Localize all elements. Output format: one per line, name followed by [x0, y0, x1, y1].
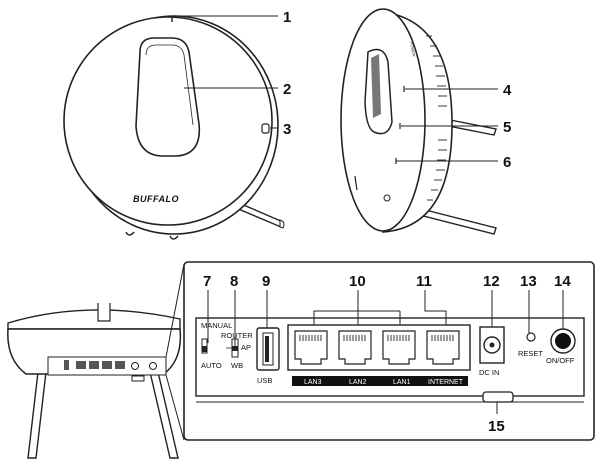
port-label-lan3: LAN3 [304, 379, 322, 386]
callout-4: 4 [503, 82, 512, 99]
front-view: BUFFALO [63, 15, 285, 240]
port-label-band [292, 376, 468, 386]
front-window-inner [145, 44, 194, 126]
rear-usb [64, 360, 69, 370]
switch-manual-label: MANUAL [201, 321, 232, 330]
switch-auto-label: AUTO [201, 361, 222, 370]
rear-port [76, 361, 86, 369]
side-power-label: POWER [409, 41, 417, 57]
switch-router-label: ROUTER [221, 331, 253, 340]
callout-2: 2 [283, 81, 291, 98]
side-vents [426, 35, 447, 201]
callout-13: 13 [520, 273, 537, 290]
switch-ap-label: AP [241, 343, 251, 352]
side-button [383, 194, 391, 202]
rear-leg-left [27, 371, 47, 459]
dcin-pin [489, 342, 495, 348]
front-side-button [261, 123, 270, 134]
callout-3: 3 [283, 121, 291, 138]
onoff-button-core [555, 333, 571, 349]
rear-onoff [149, 362, 157, 370]
reset-button [526, 332, 536, 342]
side-view: POWER [340, 8, 497, 235]
zoom-leader [165, 263, 185, 358]
callout-5: 5 [503, 119, 511, 136]
callout-10: 10 [349, 273, 366, 290]
onoff-label: ON/OFF [546, 356, 575, 365]
rear-body-top [7, 309, 181, 330]
switch-wb-label: WB [231, 361, 243, 370]
rear-dcin [131, 362, 139, 370]
rear-port [115, 361, 125, 369]
callout-8: 8 [230, 273, 238, 290]
rear-small-view [7, 263, 185, 459]
callout-7: 7 [203, 273, 211, 290]
front-foot [125, 231, 135, 236]
callout-14: 14 [554, 273, 571, 290]
port-label-lan2: LAN2 [349, 379, 367, 386]
callout-9: 9 [262, 273, 270, 290]
bottom-slot [482, 391, 514, 403]
brand-logo: BUFFALO [133, 194, 179, 204]
port-label-internet: INTERNET [428, 379, 464, 386]
rear-leg-right [149, 371, 179, 459]
callout-1: 1 [283, 9, 291, 26]
usb-label: USB [257, 376, 272, 385]
callout-15: 15 [488, 418, 505, 435]
side-window-shade [371, 54, 381, 118]
port-label-lan1: LAN1 [393, 379, 411, 386]
callout-11: 11 [416, 273, 432, 290]
usb-port-tongue [265, 336, 269, 362]
side-slot [354, 175, 358, 191]
reset-label: RESET [518, 349, 543, 358]
rear-port [89, 361, 99, 369]
rear-top-antenna [97, 303, 111, 322]
front-window [135, 37, 201, 157]
callout-6: 6 [503, 154, 511, 171]
front-foot [169, 235, 179, 240]
rear-port [102, 361, 112, 369]
callout-12: 12 [483, 273, 500, 290]
callout-leaders [176, 15, 564, 414]
rear-tab [131, 375, 145, 382]
zoom-leader [165, 374, 185, 441]
dcin-label: DC IN [479, 368, 499, 377]
mode-switch-knob [202, 346, 207, 352]
front-stand-leg-cap [279, 219, 285, 229]
op-switch-knob [232, 346, 238, 351]
ethernet-ports [294, 330, 460, 365]
